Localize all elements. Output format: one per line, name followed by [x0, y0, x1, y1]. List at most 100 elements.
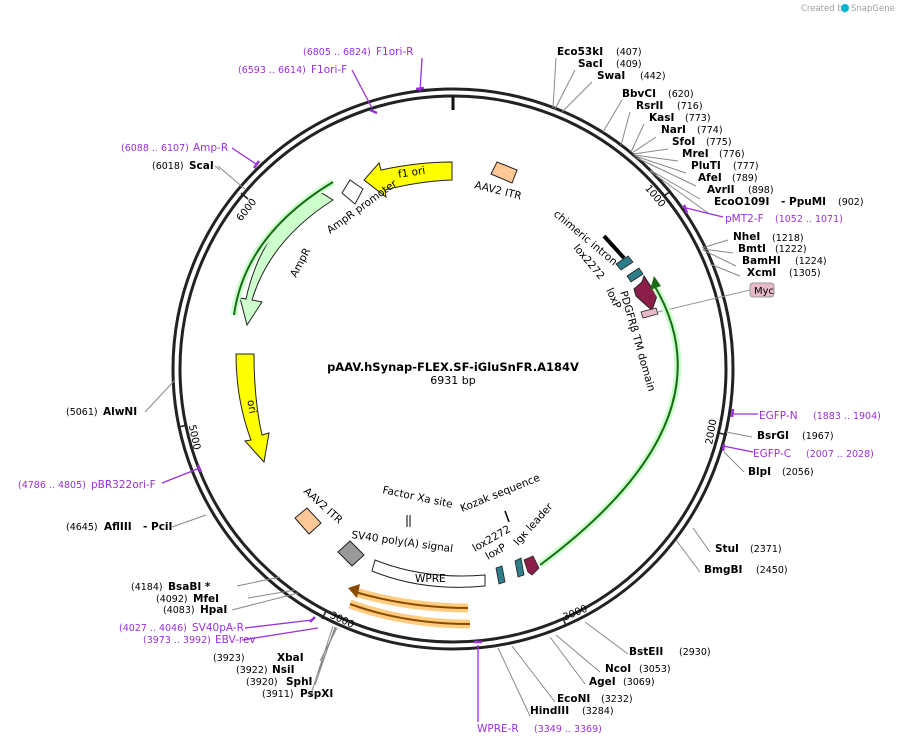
- svg-text:(3349 .. 3369): (3349 .. 3369): [534, 724, 602, 735]
- site-hindiii[interactable]: HindIII: [530, 705, 569, 717]
- site-mrei[interactable]: MreI: [682, 148, 709, 160]
- svg-text:(902): (902): [838, 197, 864, 208]
- site-sfoi[interactable]: SfoI: [672, 136, 695, 148]
- site-bmti[interactable]: BmtI: [738, 243, 766, 255]
- site-mfei[interactable]: MfeI: [193, 593, 219, 605]
- svg-text:(1967): (1967): [802, 431, 834, 442]
- svg-text:(409): (409): [616, 59, 642, 70]
- svg-text:(4786 .. 4805): (4786 .. 4805): [18, 480, 86, 491]
- site-ecoo109i[interactable]: EcoO109I: [714, 196, 769, 208]
- svg-text:Kozak sequence: Kozak sequence: [459, 472, 542, 515]
- primer-pmt2-f[interactable]: pMT2-F: [725, 213, 764, 225]
- site-rsrii[interactable]: RsrII: [636, 100, 663, 112]
- primer-pbr322ori-f[interactable]: pBR322ori-F: [91, 479, 156, 491]
- credit-brand: SnapGene: [851, 4, 895, 14]
- site-blpi[interactable]: BlpI: [748, 466, 771, 478]
- svg-text:(789): (789): [732, 173, 758, 184]
- tick-5000: 5000: [178, 424, 202, 451]
- feature-aav2-itr-bottom[interactable]: AAV2 ITR: [294, 485, 345, 535]
- site-swai[interactable]: SwaI: [597, 70, 625, 82]
- svg-text:(4645): (4645): [66, 522, 98, 533]
- primer-egfp-c[interactable]: EGFP-C: [753, 448, 791, 460]
- primer-amp-r[interactable]: Amp-R: [193, 142, 228, 154]
- site-afliii[interactable]: AflIII: [104, 521, 132, 533]
- feature-factor-xa[interactable]: Factor Xa site: [381, 484, 454, 527]
- feature-pdgfrb-tm-domain[interactable]: PDGFRβ TM domain: [617, 274, 658, 393]
- svg-text:(407): (407): [616, 47, 642, 58]
- site-bsrgi[interactable]: BsrGI: [757, 430, 789, 442]
- svg-text:(1224): (1224): [795, 256, 827, 267]
- feature-sv40-polya[interactable]: SV40 poly(A) signal: [337, 529, 454, 567]
- site-ncoi[interactable]: NcoI: [605, 663, 631, 675]
- svg-text:(620): (620): [668, 89, 694, 100]
- primer-wpre-r[interactable]: WPRE-R: [477, 723, 519, 735]
- feature-wpre[interactable]: WPRE: [371, 559, 486, 588]
- site-pluti[interactable]: PluTI: [691, 160, 721, 172]
- primer-f1ori-f[interactable]: F1ori-F: [311, 64, 347, 76]
- svg-text:Igκ leader: Igκ leader: [511, 500, 556, 548]
- site-nari[interactable]: NarI: [661, 124, 686, 136]
- svg-text:(3069): (3069): [623, 677, 655, 688]
- site-eco53ki[interactable]: Eco53kI: [557, 46, 603, 58]
- site-xcmi[interactable]: XcmI: [747, 267, 776, 279]
- primer-leader-lines: [161, 57, 758, 722]
- backbone-outer: [171, 87, 735, 651]
- site-bmgbi[interactable]: BmgBI: [704, 564, 742, 576]
- svg-text:(4092): (4092): [156, 594, 188, 605]
- feature-myc-tag[interactable]: Myc: [640, 282, 775, 319]
- plasmid-length: 6931 bp: [430, 374, 475, 387]
- svg-text:(1218): (1218): [772, 233, 804, 244]
- site-agei[interactable]: AgeI: [589, 676, 616, 688]
- svg-text:AAV2 ITR: AAV2 ITR: [473, 179, 522, 202]
- feature-orange-arrow-2[interactable]: [348, 599, 471, 629]
- site-hpai[interactable]: HpaI: [200, 604, 227, 616]
- credit-text: Created by: [801, 4, 848, 14]
- svg-text:(898): (898): [748, 185, 774, 196]
- site-kasi[interactable]: KasI: [649, 112, 674, 124]
- feature-f1ori[interactable]: f1 ori: [363, 161, 453, 199]
- svg-text:(6088 .. 6107): (6088 .. 6107): [121, 143, 189, 154]
- svg-text:(3920): (3920): [246, 677, 278, 688]
- svg-text:(2371): (2371): [750, 544, 782, 555]
- svg-text:- PciI: - PciI: [143, 521, 172, 533]
- site-pspxi[interactable]: PspXI: [300, 688, 333, 700]
- site-nsii[interactable]: NsiI: [272, 664, 295, 676]
- feature-ampr-promoter[interactable]: AmpR promoter: [325, 177, 400, 236]
- svg-text:AmpR promoter: AmpR promoter: [325, 177, 400, 236]
- site-bamhi[interactable]: BamHI: [742, 255, 781, 267]
- primer-sv40pa-r[interactable]: SV40pA-R: [192, 622, 244, 634]
- site-avrii[interactable]: AvrII: [707, 184, 735, 196]
- feature-aav2-itr-top[interactable]: AAV2 ITR: [473, 161, 523, 203]
- snapgene-logo-icon: [841, 4, 849, 12]
- site-bsteii[interactable]: BstEII: [629, 646, 663, 658]
- site-stui[interactable]: StuI: [715, 543, 739, 555]
- svg-text:(4027 .. 4046): (4027 .. 4046): [119, 623, 187, 634]
- svg-text:2000: 2000: [704, 418, 719, 445]
- site-afei[interactable]: AfeI: [698, 172, 722, 184]
- site-alwni[interactable]: AlwNI: [103, 406, 137, 418]
- svg-text:(3053): (3053): [639, 664, 671, 675]
- site-xbai[interactable]: XbaI: [277, 652, 304, 664]
- svg-text:AmpR: AmpR: [288, 246, 313, 279]
- svg-text:(3232): (3232): [601, 694, 633, 705]
- svg-text:f1 ori: f1 ori: [397, 165, 426, 181]
- site-bbvci[interactable]: BbvCI: [622, 88, 656, 100]
- site-econi[interactable]: EcoNI: [557, 693, 590, 705]
- site-sphi[interactable]: SphI: [286, 676, 312, 688]
- svg-text:(2056): (2056): [782, 467, 814, 478]
- feature-ori[interactable]: ori: [235, 353, 270, 464]
- site-scai[interactable]: ScaI: [189, 160, 214, 172]
- site-bsabi[interactable]: BsaBI *: [168, 581, 211, 593]
- svg-text:(3973 .. 3992): (3973 .. 3992): [143, 635, 211, 646]
- site-saci[interactable]: SacI: [578, 58, 603, 70]
- feature-iglusnfr-arc[interactable]: [537, 276, 682, 568]
- primer-ebv-rev[interactable]: EBV-rev: [215, 634, 256, 646]
- feature-orange-arrow-1[interactable]: [348, 584, 469, 613]
- feature-kozak[interactable]: Kozak sequence: [459, 472, 542, 523]
- svg-text:(6805 .. 6824): (6805 .. 6824): [303, 47, 371, 58]
- primer-egfp-n[interactable]: EGFP-N: [759, 410, 798, 422]
- primer-f1ori-r[interactable]: F1ori-R: [376, 46, 413, 58]
- site-nhei[interactable]: NheI: [733, 231, 760, 243]
